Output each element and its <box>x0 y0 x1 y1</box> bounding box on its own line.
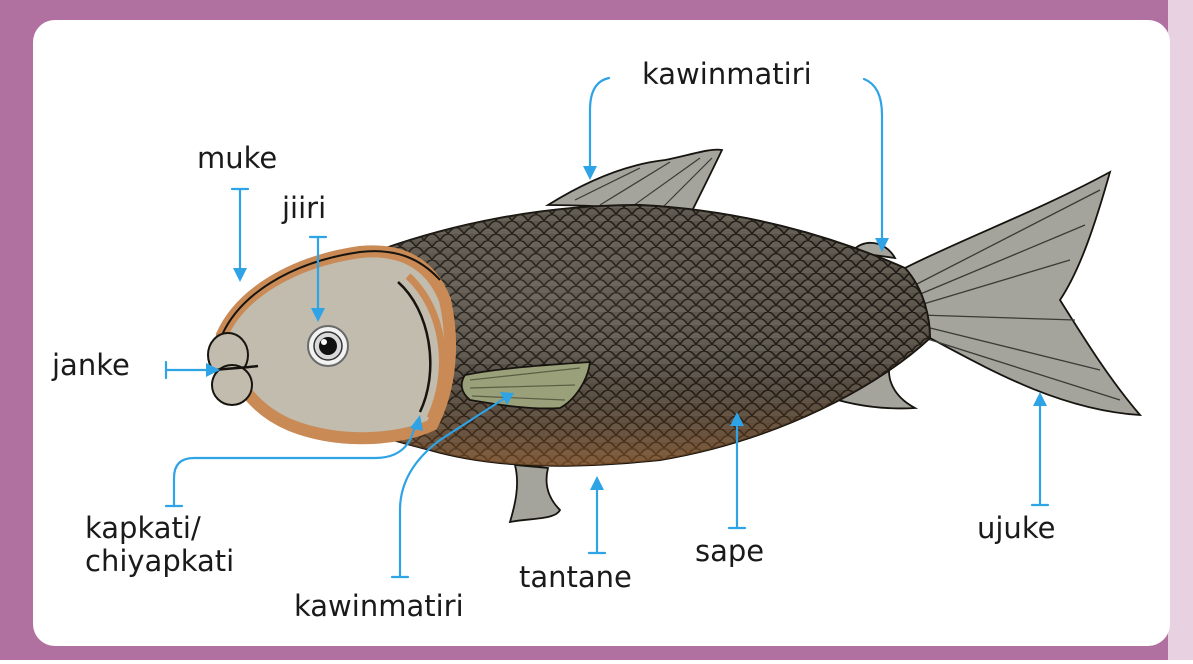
label-janke: janke <box>52 349 130 382</box>
label-muke: muke <box>197 142 277 175</box>
frame-stripe <box>1168 0 1193 660</box>
label-tantane: tantane <box>519 561 632 594</box>
label-jiiri: jiiri <box>282 192 326 225</box>
label-ujuke: ujuke <box>977 512 1055 545</box>
label-kapkati-line1: kapkati/ <box>85 512 234 545</box>
eye <box>308 326 348 366</box>
label-kawinmatiri-top: kawinmatiri <box>642 58 812 91</box>
label-kapkati-line2: chiyapkati <box>85 545 234 578</box>
label-kapkati: kapkati/ chiyapkati <box>85 512 234 579</box>
label-sape: sape <box>695 535 764 568</box>
label-kawinmatiri-bottom: kawinmatiri <box>294 590 464 623</box>
